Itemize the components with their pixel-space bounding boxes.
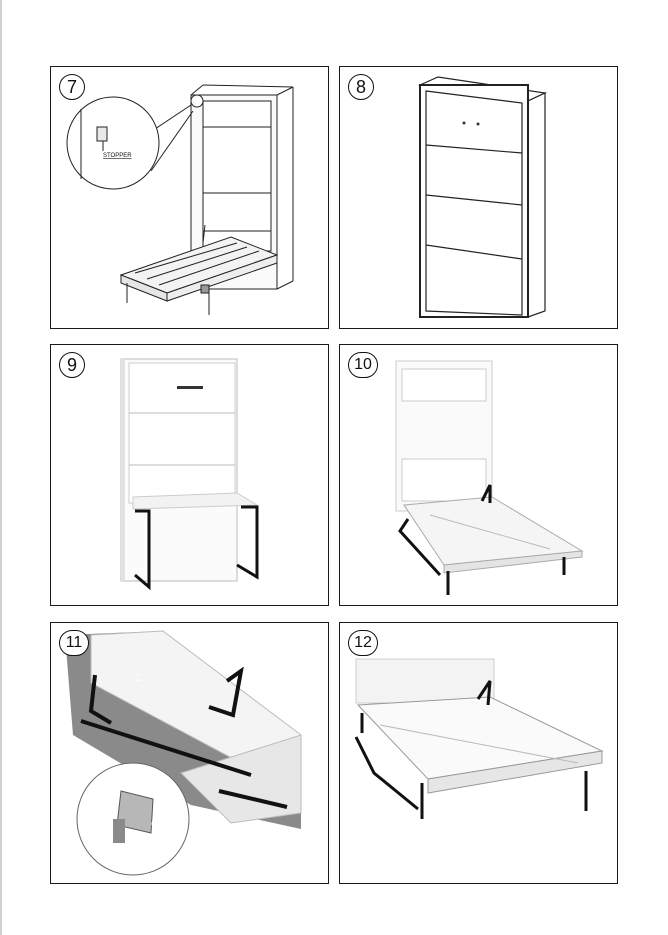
step-7-panel: 7 (50, 66, 329, 329)
step-8-panel: 8 (339, 66, 618, 329)
step-12-number: 12 (348, 630, 378, 656)
part-c-label: C (135, 673, 142, 683)
page-edge-rule (0, 0, 2, 935)
step-11-panel: 11 C C (50, 622, 329, 884)
step-11-number: 11 (59, 630, 89, 656)
step-7-number: 7 (59, 74, 85, 100)
step-10-number: 10 (348, 352, 378, 378)
step-12-panel: 12 (339, 622, 618, 884)
step-9-illustration (120, 358, 259, 591)
step-7-illustration: STOPPER (66, 84, 294, 315)
step-11-illustration: C C (65, 630, 302, 876)
stopper-label: STOPPER (103, 153, 132, 159)
step-8-number: 8 (348, 74, 374, 100)
step-9-number: 9 (59, 352, 85, 378)
step-10-illustration (395, 360, 584, 595)
step-10-panel: 10 (339, 344, 618, 606)
zoom-c-label: C (151, 819, 158, 829)
step-12-illustration (354, 658, 604, 819)
step-9-panel: 9 (50, 344, 329, 606)
step-8-illustration (417, 76, 548, 318)
